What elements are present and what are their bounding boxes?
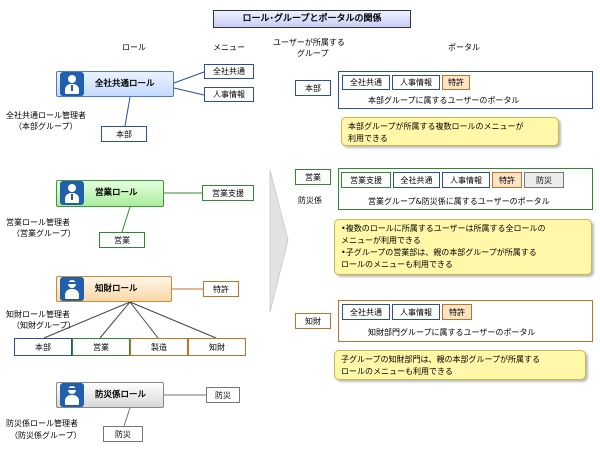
menu-patent: 特許 — [203, 281, 239, 297]
admin-label: 防災係ロール管理者 — [6, 419, 78, 428]
admin-person-icon — [60, 277, 84, 301]
group-manufacturing: 製造 — [130, 338, 188, 356]
portal-group-honbu: 本部 — [295, 80, 331, 96]
portal-menu-hr: 人事情報 — [392, 304, 440, 320]
portal-caption: 営業グループ&防災係に属するユーザーのポータル — [368, 197, 550, 206]
admin-label: 営業ロール管理者 — [6, 218, 70, 227]
group-sales: 営業 — [72, 338, 130, 356]
portal-menu-companywide: 全社共通 — [342, 304, 390, 320]
portal-ip — [338, 300, 593, 342]
portal-caption: 本部グループに属するユーザーのポータル — [368, 96, 520, 105]
menu-sales-support: 営業支援 — [202, 185, 254, 201]
admin-group-label: （営業グループ） — [12, 229, 76, 238]
group-honbu: 本部 — [101, 126, 147, 142]
menu-companywide: 全社共通 — [204, 64, 254, 79]
portal-menu-patent: 特許 — [442, 304, 472, 320]
group-disaster: 防災 — [103, 426, 143, 442]
admin-group-label: （防災係グループ） — [10, 431, 82, 440]
menu-disaster: 防災 — [206, 387, 240, 403]
admin-group-label: （本部グループ） — [14, 122, 78, 131]
portal-menu-hr: 人事情報 — [392, 75, 440, 90]
portal-note: 本部グループが所属する複数ロールのメニューが 利用できる — [341, 117, 559, 146]
portal-note: •複数のロールに所属するユーザーは所属する全ロールの メニューが利用できる •子… — [334, 219, 592, 275]
portal-group-sales: 営業 — [295, 169, 331, 185]
group-sales: 営業 — [99, 232, 145, 248]
header-user-group-2: グループ — [297, 49, 329, 58]
admin-label: 全社共通ロール管理者 — [6, 111, 86, 120]
portal-group-disaster: 防災係 — [298, 196, 322, 205]
right-arrow-icon — [269, 169, 289, 313]
portal-menu-patent: 特許 — [492, 172, 522, 188]
diagram-title: ロール･グループとポータルの関係 — [213, 10, 411, 28]
admin-person-icon — [60, 383, 84, 407]
portal-caption: 知財部門グループに属するユーザーのポータル — [368, 328, 536, 337]
admin-label: 知財ロール管理者 — [6, 310, 70, 319]
header-user-group-1: ユーザーが所属する — [273, 38, 345, 47]
admin-person-icon — [60, 181, 84, 205]
portal-menu-hr: 人事情報 — [442, 172, 490, 188]
portal-menu-companywide: 全社共通 — [393, 172, 440, 188]
group-ip: 知財 — [188, 338, 246, 356]
portal-note: 子グループの知財部門は、親の本部グループが所属する ロールのメニューも利用できる — [334, 350, 586, 380]
portal-menu-companywide: 全社共通 — [342, 75, 390, 90]
header-portal: ポータル — [448, 43, 480, 52]
portal-menu-disaster: 防災 — [524, 172, 564, 188]
menu-hr: 人事情報 — [204, 87, 254, 102]
portal-menu-patent: 特許 — [442, 75, 470, 90]
header-menu: メニュー — [213, 43, 245, 52]
admin-group-label: （知財グループ） — [12, 321, 76, 330]
portal-group-ip: 知財 — [295, 313, 331, 329]
group-honbu: 本部 — [14, 338, 72, 356]
header-role: ロール — [122, 43, 146, 52]
admin-person-icon — [60, 72, 84, 96]
portal-menu-sales-support: 営業支援 — [341, 172, 391, 188]
